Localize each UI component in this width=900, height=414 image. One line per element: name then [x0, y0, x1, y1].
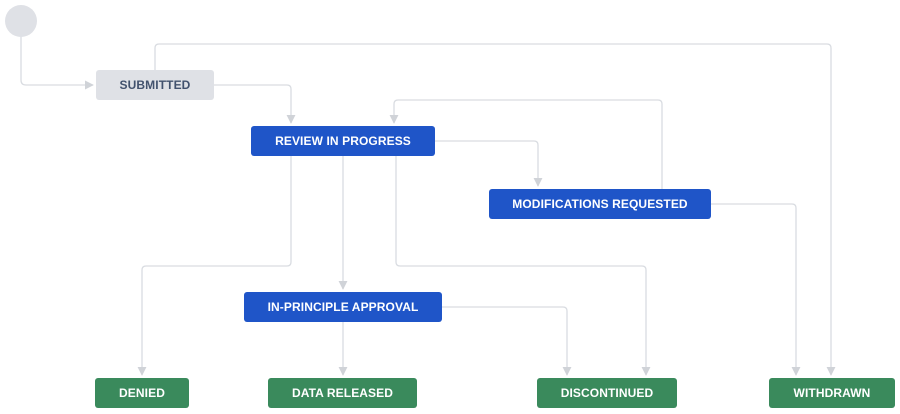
- status-data-released[interactable]: DATA RELEASED: [268, 378, 417, 408]
- status-denied[interactable]: DENIED: [95, 378, 189, 408]
- transition-submitted-review: [214, 84, 296, 124]
- transition-review-modifications: [435, 140, 543, 187]
- transition-review-discontinued: [395, 156, 651, 376]
- transition-ipa-discontinued: [442, 306, 572, 376]
- transition-modifications-withdrawn: [711, 203, 801, 376]
- status-modifications-requested[interactable]: MODIFICATIONS REQUESTED: [489, 189, 711, 219]
- status-review-in-progress[interactable]: REVIEW IN PROGRESS: [251, 126, 435, 156]
- status-submitted[interactable]: SUBMITTED: [96, 70, 214, 100]
- transition-start-submitted: [20, 37, 94, 90]
- status-discontinued[interactable]: DISCONTINUED: [537, 378, 677, 408]
- transition-modifications-review: [389, 99, 663, 189]
- start-node-icon: [5, 5, 37, 37]
- transition-review-denied: [137, 156, 292, 376]
- status-withdrawn[interactable]: WITHDRAWN: [769, 378, 895, 408]
- status-in-principle-approval[interactable]: IN-PRINCIPLE APPROVAL: [244, 292, 442, 322]
- transition-submitted-withdrawn: [154, 43, 836, 376]
